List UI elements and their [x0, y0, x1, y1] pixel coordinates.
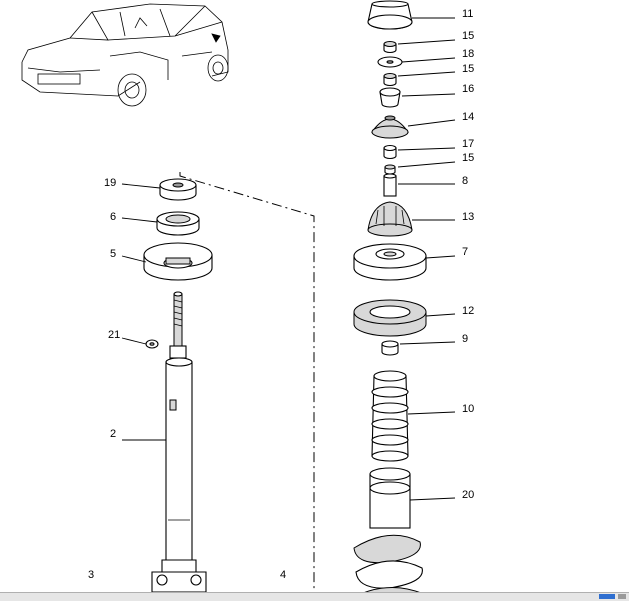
coil-spring	[353, 534, 425, 600]
callout-19: 19	[104, 177, 116, 189]
callout-7: 7	[462, 246, 468, 258]
taskbar-strip	[0, 592, 629, 601]
callout-16: 16	[462, 83, 474, 95]
callout-2: 2	[110, 428, 116, 440]
tray-icon[interactable]	[599, 594, 615, 599]
part-15-nut-b	[383, 73, 397, 87]
callout-5: 5	[110, 248, 116, 260]
part-16-bush	[379, 87, 401, 108]
part-8-sleeve	[383, 173, 397, 197]
callout-14: 14	[462, 111, 474, 123]
callout-3: 3	[88, 569, 94, 581]
callout-20: 20	[462, 489, 474, 501]
callout-6: 6	[110, 211, 116, 223]
part-14-rubber-mount	[371, 115, 409, 139]
leader-lines	[121, 17, 456, 501]
tray-icon[interactable]	[618, 594, 626, 599]
part-7-spring-seat	[353, 243, 427, 281]
callout-15: 15	[462, 152, 474, 164]
part-6-bearing	[156, 211, 200, 236]
part-5-strut-mount	[143, 242, 213, 281]
part-2-shock-absorber	[151, 345, 207, 593]
callout-10: 10	[462, 403, 474, 415]
part-10-bump-stop	[371, 370, 409, 462]
car-illustration	[21, 3, 229, 107]
part-9-ring	[381, 340, 399, 356]
callout-12: 12	[462, 305, 474, 317]
callout-labels: 11 15 18 15 16 14 17 15 8 13 7 12 9 10 2…	[88, 8, 474, 581]
callout-13: 13	[462, 211, 474, 223]
callout-15: 15	[462, 63, 474, 75]
part-15-nut-c	[384, 164, 396, 175]
part-17-spacer	[383, 144, 397, 160]
part-21-clip	[145, 339, 159, 349]
part-19-nut	[159, 178, 197, 201]
callout-15: 15	[462, 30, 474, 42]
part-13-upper-mount	[367, 201, 413, 237]
part-18-washer	[377, 56, 403, 68]
callout-4: 4	[280, 569, 286, 581]
callout-9: 9	[462, 333, 468, 345]
callout-11: 11	[462, 8, 473, 20]
part-12-isolator	[353, 299, 427, 337]
callout-21: 21	[108, 329, 120, 341]
callout-17: 17	[462, 138, 474, 150]
part-20-protective-tube	[369, 467, 411, 529]
shock-rod	[173, 291, 183, 349]
callout-18: 18	[462, 48, 474, 60]
callout-8: 8	[462, 175, 468, 187]
part-11-dust-cap	[367, 0, 413, 30]
part-15-nut-a	[383, 41, 397, 54]
assembly-dashed-line	[179, 172, 315, 595]
